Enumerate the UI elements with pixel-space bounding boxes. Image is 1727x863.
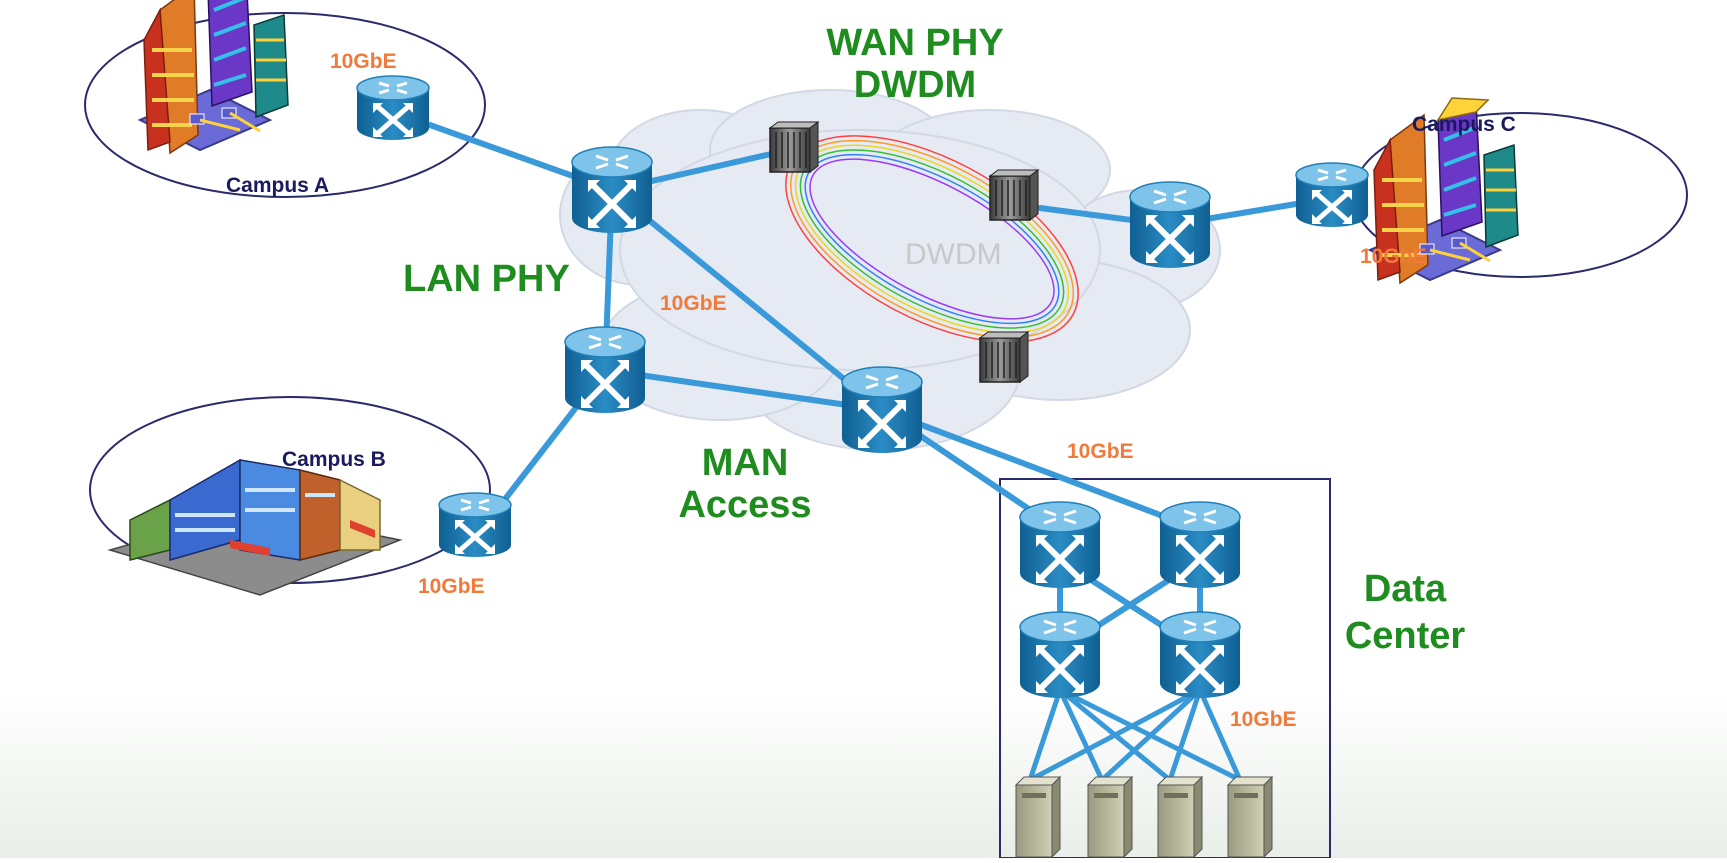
dc-top-10gbe-label: 10GbE (1067, 440, 1134, 463)
server-1 (1015, 776, 1061, 858)
campus-b-10gbe-label: 10GbE (418, 575, 485, 598)
campus-c-10gbe-label: 10GbE (1360, 245, 1427, 268)
wan-phy-label: WAN PHY (826, 22, 1004, 64)
server-4 (1227, 776, 1273, 858)
campus-b-label: Campus B (282, 448, 386, 471)
server-2 (1087, 776, 1133, 858)
campus-c-edge-router (1130, 182, 1210, 268)
dwdm-mux-right (989, 169, 1039, 221)
campus-b-router (439, 493, 511, 557)
server-3 (1157, 776, 1203, 858)
dwdm-mux-bottom (979, 331, 1029, 383)
center-label: Center (1344, 615, 1466, 657)
dwdm-mux-top (769, 121, 819, 173)
campus-b-buildings (107, 458, 403, 596)
dwdm-ring-label: DWDM (905, 238, 1002, 271)
core-router-left (565, 327, 645, 413)
core-router-top (572, 147, 652, 233)
data-label: Data (1363, 568, 1447, 610)
man-10gbe-label: 10GbE (660, 292, 727, 315)
dc-router-top-right (1160, 502, 1240, 588)
server-links (1027, 687, 1243, 783)
campus-a-label: Campus A (226, 174, 330, 197)
dc-router-bottom-left (1020, 612, 1100, 698)
campus-c-router (1296, 163, 1368, 227)
campus-a-10gbe-label: 10GbE (330, 50, 397, 73)
dc-router-top-left (1020, 502, 1100, 588)
campus-c-label: Campus C (1412, 113, 1516, 136)
lan-phy-label: LAN PHY (403, 258, 570, 300)
access-label: Access (678, 484, 812, 526)
dc-router-bottom-right (1160, 612, 1240, 698)
man-label: MAN (701, 442, 789, 484)
man-access-router (842, 367, 922, 453)
dwdm-title-label: DWDM (853, 64, 977, 106)
dc-right-10gbe-label: 10GbE (1230, 708, 1297, 731)
campus-a-router (357, 76, 429, 140)
